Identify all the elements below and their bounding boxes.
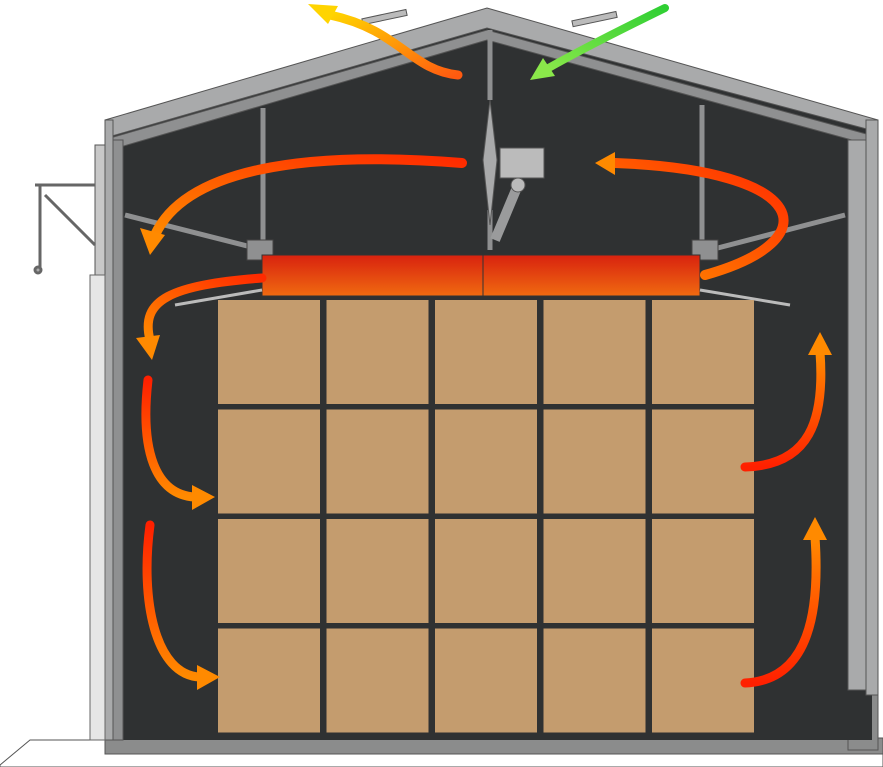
exhaust-air-arrow xyxy=(308,4,463,80)
pallet-box xyxy=(543,300,646,404)
pallet-box xyxy=(652,300,754,404)
walls xyxy=(89,119,879,741)
hot-air-circulation-arrow-left-1 xyxy=(141,375,215,510)
hot-air-circulation-arrow-heater-left xyxy=(136,273,267,360)
hot-air-circulation-arrow-right-1 xyxy=(740,332,832,472)
pallet-stack xyxy=(218,300,754,733)
airflow-arrows xyxy=(136,4,832,690)
hot-air-circulation-arrow-right-2 xyxy=(740,517,827,688)
roof-vent-right xyxy=(571,10,618,28)
pallet-box xyxy=(435,409,537,514)
pallet-box xyxy=(652,628,754,733)
pallet-box xyxy=(218,628,320,733)
pallet-box xyxy=(218,519,320,623)
pallet-box xyxy=(218,409,320,514)
pallet-box xyxy=(435,628,537,733)
pallet-box xyxy=(326,628,429,733)
pallet-box xyxy=(218,300,320,404)
pallet-box xyxy=(543,409,646,514)
hot-air-circulation-arrow-top-left xyxy=(140,154,467,255)
pallet-box xyxy=(435,300,537,404)
pallet-box xyxy=(326,409,429,514)
pallet-box xyxy=(435,519,537,623)
hot-air-circulation-arrow-left-2 xyxy=(142,520,220,690)
roof-vent-left xyxy=(361,8,408,26)
hot-air-circulation-arrow-top-right xyxy=(595,152,789,280)
pallet-box xyxy=(652,519,754,623)
pallet-box xyxy=(652,409,754,514)
pallet-box xyxy=(326,300,429,404)
external-bracket xyxy=(33,183,97,275)
pallet-box xyxy=(543,628,646,733)
fan-icon xyxy=(482,99,545,242)
pallet-box xyxy=(543,519,646,623)
pallet-box xyxy=(326,519,429,623)
heater-unit xyxy=(174,239,791,307)
fresh-air-arrow xyxy=(530,4,669,80)
